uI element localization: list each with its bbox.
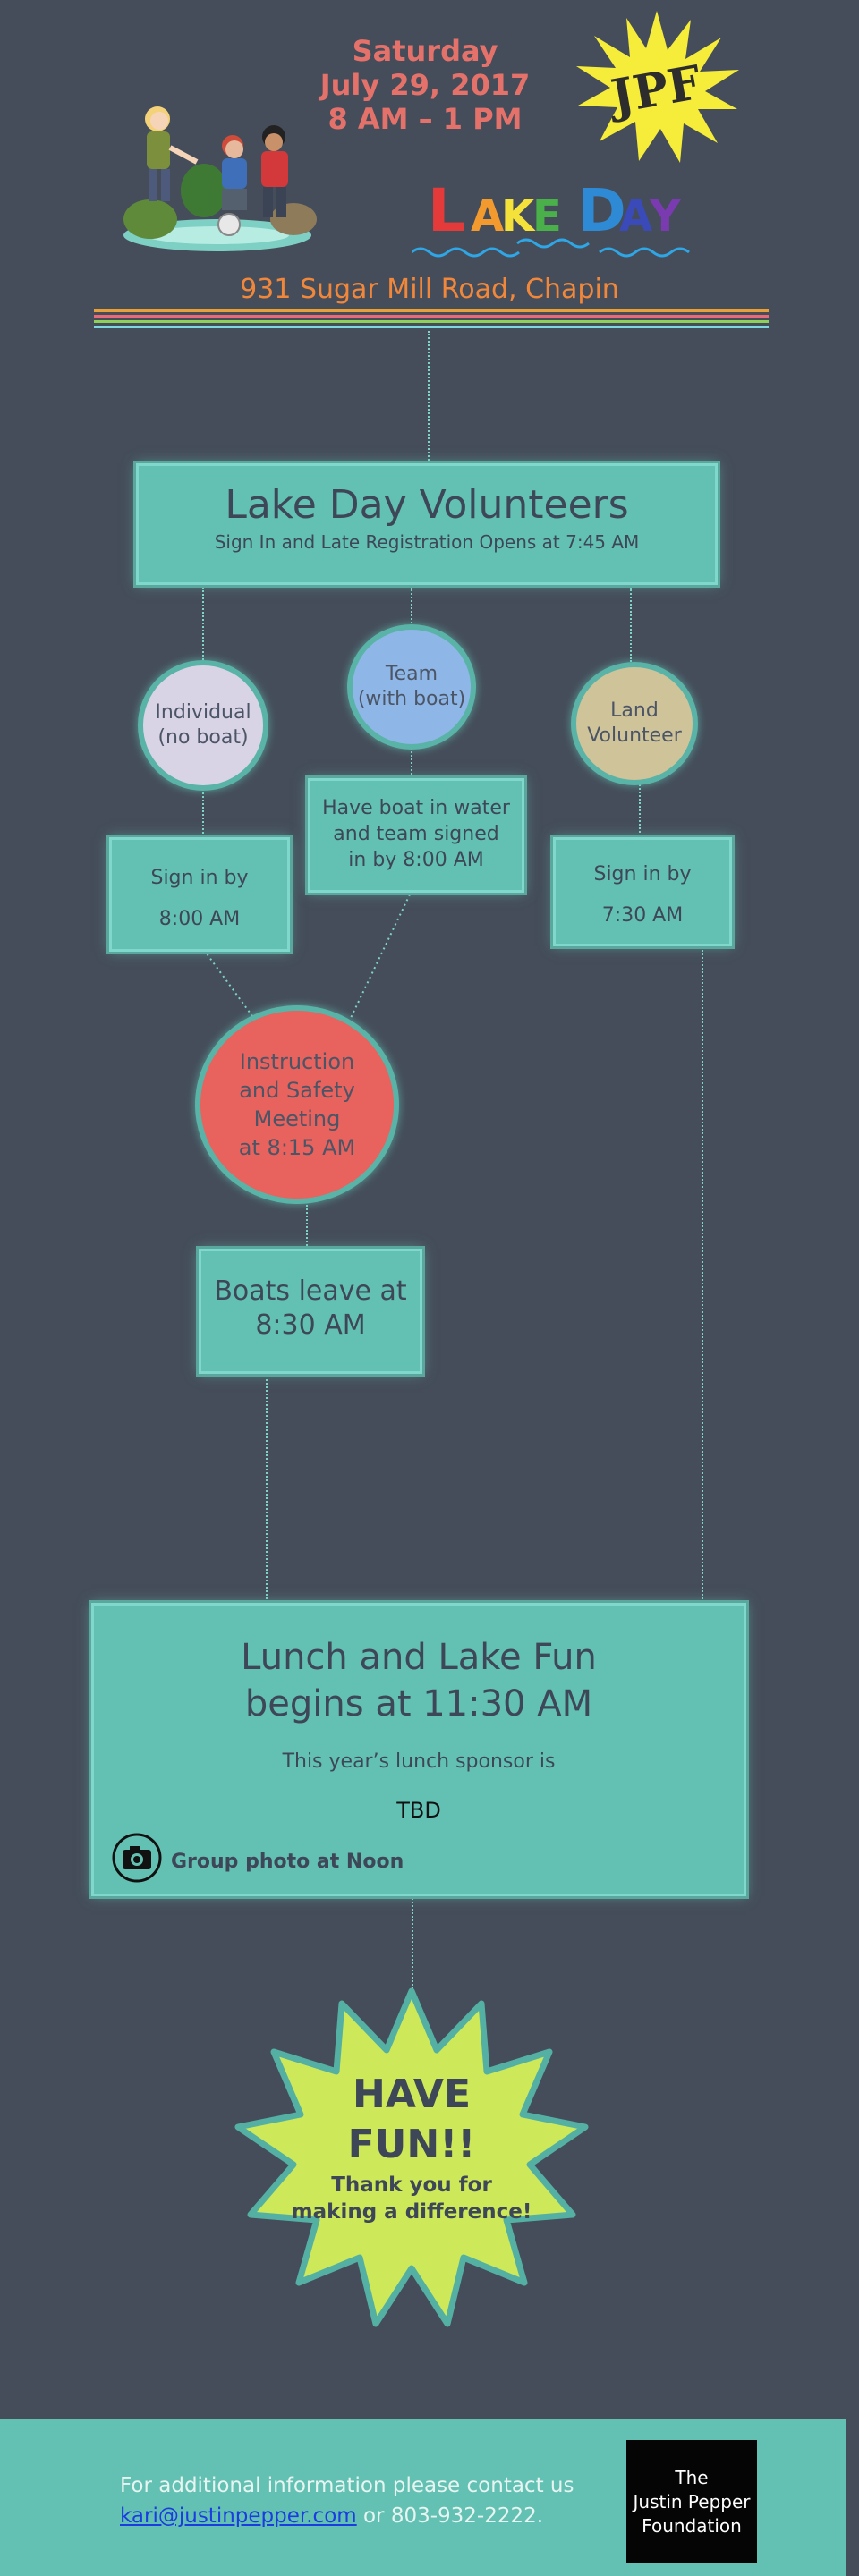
org-line2: Justin Pepper <box>633 2490 751 2512</box>
connector-land-long <box>702 946 703 1603</box>
title-letter-d: D <box>577 176 626 245</box>
connector-team-2 <box>411 744 412 778</box>
title-letter-a: A <box>471 191 504 242</box>
boats-line1: Boats leave at <box>214 1275 407 1307</box>
individual-line2: (no boat) <box>157 726 249 749</box>
jpf-logo: JPF <box>576 11 739 163</box>
individual-signin-line1: Sign in by <box>150 867 249 889</box>
team-signin-box: Have boat in water and team signed in by… <box>308 778 524 893</box>
connector-diagonals <box>203 894 411 1019</box>
volunteers-box: Lake Day Volunteers Sign In and Late Reg… <box>136 463 718 585</box>
fun-line4: making a difference! <box>292 2200 532 2224</box>
sun-icon <box>576 11 739 163</box>
meeting-line4: at 8:15 AM <box>238 1135 356 1160</box>
lunch-sponsor-value: TBD <box>396 1798 441 1823</box>
team-signin-line1: Have boat in water <box>322 797 510 819</box>
footer: For additional information please contac… <box>0 2419 846 2576</box>
stripe-divider <box>94 326 769 328</box>
title-letter-l: L <box>428 176 465 245</box>
connector-lunch <box>412 1898 413 1996</box>
group-photo-note: Group photo at Noon <box>171 1851 404 1873</box>
lunch-line1: Lunch and Lake Fun <box>241 1637 597 1678</box>
event-date: Saturday July 29, 2017 8 AM – 1 PM <box>259 34 591 136</box>
wave-icon <box>412 247 520 258</box>
land-line1: Land <box>610 699 659 722</box>
stripe-divider <box>94 315 769 318</box>
land-line2: Volunteer <box>587 724 682 747</box>
title-letter-e: E <box>532 191 562 242</box>
title-letter-a2: A <box>619 191 652 242</box>
event-date-full: July 29, 2017 <box>319 68 531 102</box>
connector-individual-2 <box>202 785 204 837</box>
individual-signin-line2: 8:00 AM <box>158 908 241 930</box>
lunch-sponsor-label: This year’s lunch sponsor is <box>282 1750 556 1773</box>
team-circle: Team (with boat) <box>347 624 476 750</box>
have-fun-starburst: HAVE FUN!! Thank you for making a differ… <box>234 1987 589 2327</box>
meeting-circle: Instruction and Safety Meeting at 8:15 A… <box>195 1005 399 1204</box>
team-line2: (with boat) <box>357 688 466 710</box>
land-signin-line2: 7:30 AM <box>601 904 684 927</box>
header: Saturday July 29, 2017 8 AM – 1 PM JPF L… <box>0 0 859 340</box>
team-signin-line3: in by 8:00 AM <box>348 849 484 871</box>
stripe-divider <box>94 320 769 323</box>
title-letter-y: Y <box>649 191 682 242</box>
land-signin-line1: Sign in by <box>593 863 692 886</box>
fun-line3: Thank you for <box>331 2174 492 2197</box>
footer-email-link[interactable]: kari@justinpepper.com <box>120 2504 357 2528</box>
connector-top <box>428 331 430 463</box>
org-line3: Foundation <box>642 2514 742 2537</box>
camera-icon <box>110 1831 164 1885</box>
volunteers-illustration <box>123 106 317 251</box>
title-letter-k: K <box>501 191 536 242</box>
footer-phone: or 803-932-2222. <box>356 2504 544 2528</box>
boats-line2: 8:30 AM <box>255 1309 366 1341</box>
footer-text-line2: kari@justinpepper.com or 803-932-2222. <box>120 2501 585 2531</box>
stripe-divider <box>94 309 769 312</box>
lake-day-title: L A K E D A Y <box>412 176 690 258</box>
wave-icon <box>599 247 690 258</box>
connector-boats <box>266 1376 268 1603</box>
wave-icon <box>516 238 590 249</box>
footer-contact: For additional information please contac… <box>120 2470 585 2531</box>
fun-line2: FUN!! <box>348 2122 476 2167</box>
connector-land <box>630 587 632 662</box>
lunch-line2: begins at 11:30 AM <box>244 1683 593 1724</box>
land-circle: Land Volunteer <box>571 662 698 785</box>
event-address: 931 Sugar Mill Road, Chapin <box>240 274 619 305</box>
connector-individual <box>202 587 204 660</box>
meeting-line3: Meeting <box>253 1106 341 1131</box>
individual-signin-box: Sign in by 8:00 AM <box>109 837 290 952</box>
fun-line1: HAVE <box>353 2072 471 2117</box>
meeting-line1: Instruction <box>239 1049 355 1074</box>
connector-meeting <box>306 1199 308 1249</box>
connector-land-2 <box>639 782 641 839</box>
volunteers-subtitle: Sign In and Late Registration Opens at 7… <box>214 531 640 553</box>
team-line1: Team <box>385 663 438 685</box>
jpf-foundation-logo: The Justin Pepper Foundation <box>626 2440 757 2563</box>
individual-circle: Individual (no boat) <box>138 660 268 791</box>
org-line1: The <box>675 2466 709 2488</box>
lunch-box: Lunch and Lake Fun begins at 11:30 AM Th… <box>91 1603 746 1896</box>
footer-text-line1: For additional information please contac… <box>120 2474 574 2497</box>
boats-box: Boats leave at 8:30 AM <box>199 1249 422 1374</box>
individual-line1: Individual <box>155 701 251 724</box>
event-time: 8 AM – 1 PM <box>327 102 523 136</box>
event-day: Saturday <box>352 34 498 68</box>
volunteers-title: Lake Day Volunteers <box>225 482 629 528</box>
meeting-line2: and Safety <box>239 1078 355 1103</box>
connector-team <box>411 587 412 626</box>
team-signin-line2: and team signed <box>333 823 499 845</box>
land-signin-box: Sign in by 7:30 AM <box>553 837 732 946</box>
